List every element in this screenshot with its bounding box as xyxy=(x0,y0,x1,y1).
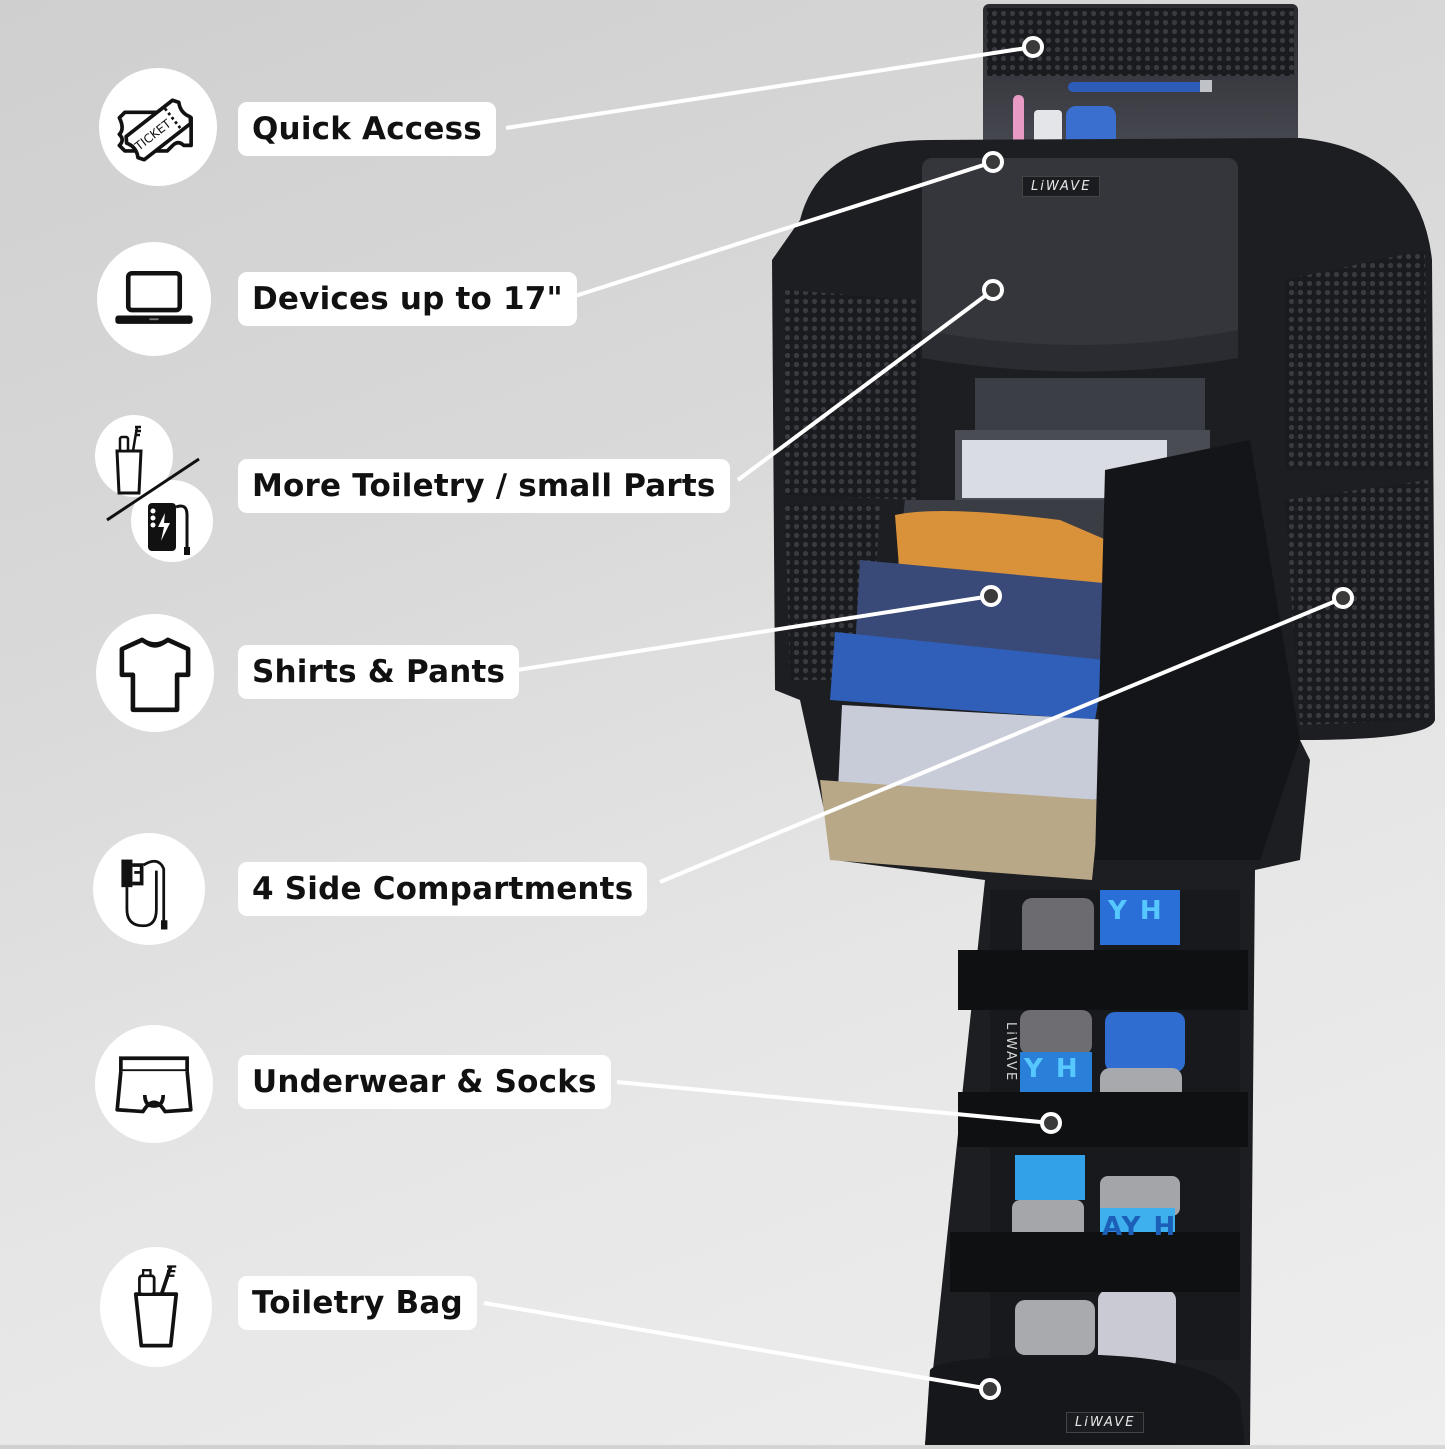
brand-tag-vertical: LiWAVE xyxy=(1003,1022,1018,1083)
boxer-briefs-icon xyxy=(115,1056,193,1114)
feature-icon-circle-underwear-socks xyxy=(95,1025,213,1143)
underwear-band-text-3: AY H xyxy=(1102,1212,1178,1242)
underwear-band-text-1: Y H xyxy=(1108,896,1164,926)
feature-icon-circle-devices xyxy=(97,242,211,356)
brand-tag-top: LiWAVE xyxy=(1022,176,1101,197)
tshirt-icon xyxy=(119,637,191,713)
feature-label-quick-access: Quick Access xyxy=(238,102,496,156)
feature-icon-more-toiletry xyxy=(95,415,217,565)
feature-label-more-toiletry: More Toiletry / small Parts xyxy=(238,459,730,513)
feature-label-toiletry-bag: Toiletry Bag xyxy=(238,1276,477,1330)
callout-dot-devices xyxy=(982,151,1004,173)
laptop-icon xyxy=(115,270,193,324)
feature-label-side-compartments: 4 Side Compartments xyxy=(238,862,648,916)
feature-label-shirts-pants: Shirts & Pants xyxy=(238,645,520,699)
callout-dot-quick-access xyxy=(1022,36,1044,58)
callout-dot-shirts-pants xyxy=(980,585,1002,607)
feature-icon-circle-quick-access: TICKET xyxy=(99,68,217,186)
feature-label-underwear-socks: Underwear & Socks xyxy=(238,1055,611,1109)
feature-label-devices: Devices up to 17" xyxy=(238,272,577,326)
feature-icon-circle-shirts-pants xyxy=(96,614,214,732)
callout-dot-toiletry-bag xyxy=(979,1378,1001,1400)
callout-dot-side-compartments xyxy=(1332,587,1354,609)
brand-tag-bottom: LiWAVE xyxy=(1066,1412,1145,1433)
underwear-band-text-2: Y H xyxy=(1024,1054,1080,1084)
toiletry-powerbank-icon xyxy=(106,425,200,555)
callout-dot-more-toiletry xyxy=(982,279,1004,301)
feature-icon-circle-side-compartments xyxy=(93,833,205,945)
ticket-icon: TICKET xyxy=(117,98,193,162)
toothbrush-cup-icon xyxy=(133,1265,179,1348)
charger-cable-icon xyxy=(121,859,168,930)
callout-dot-underwear-socks xyxy=(1040,1112,1062,1134)
feature-icon-circle-toiletry-bag xyxy=(100,1247,212,1367)
